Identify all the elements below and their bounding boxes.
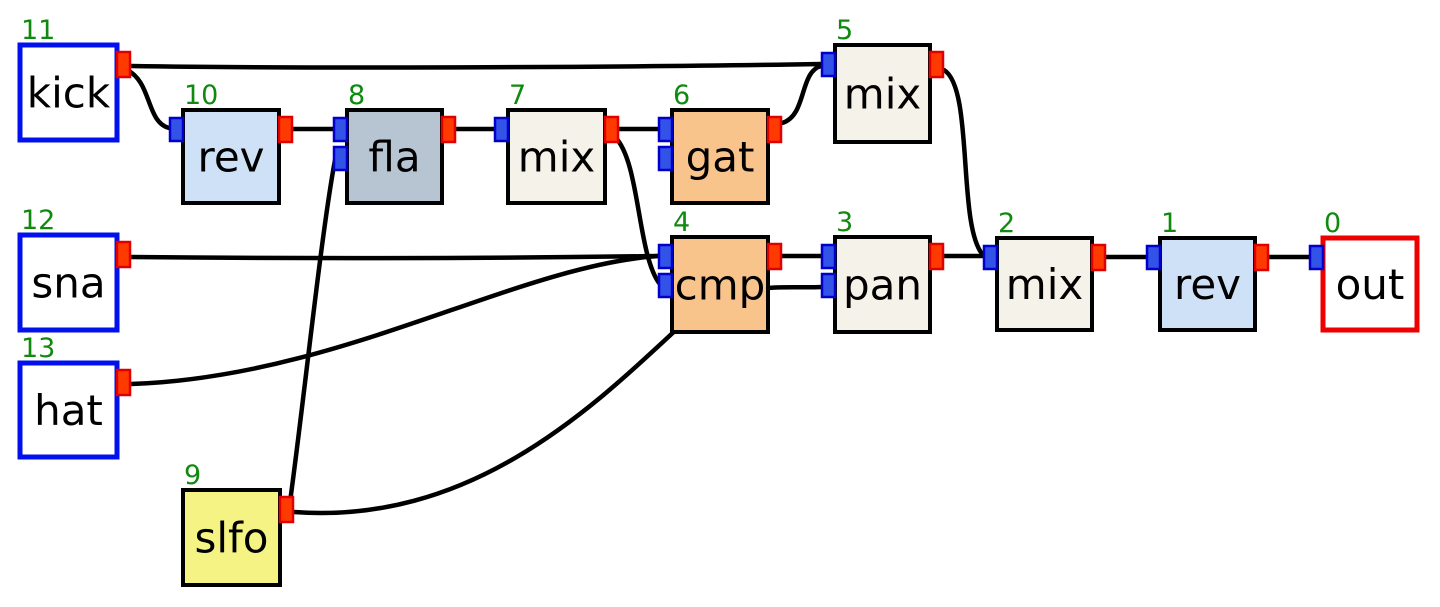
node-rev-10[interactable]: rev 10 — [168, 80, 294, 205]
node-label-kick-11: kick — [27, 69, 111, 118]
node-box-rev-10[interactable] — [181, 108, 281, 205]
node-label-out-0: out — [1336, 260, 1405, 309]
node-box-out-0[interactable] — [1320, 235, 1420, 333]
node-box-kick-11[interactable] — [17, 42, 120, 143]
output-port-pan-3[interactable] — [928, 242, 945, 271]
input-port-1-mix-2[interactable] — [982, 244, 999, 271]
node-out-0[interactable]: out 0 — [1308, 208, 1420, 333]
node-id-label-12: 12 — [21, 205, 55, 236]
node-sna-12[interactable]: sna 12 — [17, 205, 132, 333]
node-label-pan-3: pan — [843, 261, 922, 310]
input-port-1-rev-10[interactable] — [168, 116, 185, 143]
output-port-cmp-4[interactable] — [766, 242, 783, 271]
output-port-rev-10[interactable] — [277, 115, 294, 144]
node-box-fla-8[interactable] — [345, 108, 444, 205]
node-label-mix-7: mix — [518, 133, 595, 182]
cable-hat-13-to-cmp-4-in1[interactable] — [128, 253, 661, 387]
node-label-hat-13: hat — [34, 386, 103, 435]
node-label-mix-2: mix — [1006, 260, 1083, 309]
output-port-fla-8[interactable] — [440, 115, 457, 144]
node-gat-6[interactable]: gat 6 — [657, 80, 783, 205]
node-mix-7[interactable]: mix 7 — [493, 80, 620, 205]
node-box-mix-5[interactable] — [833, 43, 932, 144]
output-port-sna-12[interactable] — [115, 240, 132, 269]
cable-sna-12-to-cmp-4-in1[interactable] — [128, 253, 661, 261]
node-id-label-2: 2 — [998, 208, 1015, 239]
input-port-1-rev-1[interactable] — [1145, 244, 1162, 271]
input-port-1-mix-5[interactable] — [820, 51, 837, 78]
node-box-mix-7[interactable] — [506, 108, 607, 205]
node-label-cmp-4: cmp — [675, 261, 766, 310]
node-slfo-9[interactable]: slfo 9 — [181, 460, 295, 587]
input-port-2-fla-8[interactable] — [332, 145, 349, 172]
node-id-label-7: 7 — [509, 80, 526, 111]
node-box-mix-2[interactable] — [995, 236, 1094, 332]
node-hat-13[interactable]: hat 13 — [17, 333, 132, 460]
node-id-label-8: 8 — [348, 80, 365, 111]
output-port-mix-2[interactable] — [1090, 243, 1107, 272]
node-id-label-5: 5 — [836, 15, 853, 46]
node-pan-3[interactable]: pan 3 — [820, 207, 945, 334]
node-box-sna-12[interactable] — [17, 232, 120, 333]
node-label-fla-8: fla — [368, 133, 420, 182]
input-port-1-cmp-4[interactable] — [657, 243, 674, 270]
cable-mix-5-to-mix-2-in1[interactable] — [941, 67, 986, 258]
cable-gat-6-to-mix-5-in1[interactable] — [779, 63, 824, 126]
node-kick-11[interactable]: kick 11 — [17, 15, 132, 143]
node-rev-1[interactable]: rev 1 — [1145, 208, 1270, 332]
node-box-slfo-9[interactable] — [181, 488, 282, 587]
node-id-label-0: 0 — [1324, 208, 1341, 239]
output-port-slfo-9[interactable] — [278, 495, 295, 524]
output-port-mix-5[interactable] — [928, 50, 945, 79]
output-port-rev-1[interactable] — [1253, 243, 1270, 272]
node-cmp-4[interactable]: cmp 4 — [657, 207, 783, 334]
cable-kick-11-to-mix-5-in1[interactable] — [128, 61, 824, 70]
node-box-rev-1[interactable] — [1158, 236, 1257, 332]
node-id-label-6: 6 — [673, 80, 690, 111]
input-port-2-gat-6[interactable] — [657, 145, 674, 172]
output-port-gat-6[interactable] — [766, 115, 783, 144]
input-port-1-mix-7[interactable] — [493, 116, 510, 143]
node-id-label-11: 11 — [21, 15, 55, 46]
input-port-1-fla-8[interactable] — [332, 116, 349, 143]
input-port-1-out-0[interactable] — [1308, 244, 1325, 271]
output-port-mix-7[interactable] — [603, 115, 620, 144]
cable-kick-11-to-rev-10-in1[interactable] — [124, 67, 172, 131]
cable-slfo-9-to-fla-8-in2[interactable] — [287, 157, 338, 505]
node-id-label-13: 13 — [21, 333, 55, 364]
input-port-1-pan-3[interactable] — [820, 243, 837, 270]
node-label-slfo-9: slfo — [194, 514, 268, 563]
node-mix-2[interactable]: mix 2 — [982, 208, 1107, 332]
node-id-label-9: 9 — [184, 460, 201, 491]
node-box-hat-13[interactable] — [17, 360, 120, 460]
node-label-rev-10: rev — [197, 133, 264, 182]
input-port-1-gat-6[interactable] — [657, 116, 674, 143]
node-label-gat-6: gat — [686, 133, 755, 182]
input-port-2-cmp-4[interactable] — [657, 272, 674, 299]
node-id-label-4: 4 — [673, 207, 690, 238]
node-id-label-3: 3 — [836, 207, 853, 238]
node-label-rev-1: rev — [1174, 260, 1241, 309]
output-port-hat-13[interactable] — [115, 368, 132, 397]
node-id-label-1: 1 — [1161, 208, 1178, 239]
node-id-label-10: 10 — [184, 80, 218, 111]
input-port-2-pan-3[interactable] — [820, 272, 837, 299]
cable-mix-7-to-cmp-4-in2[interactable] — [612, 134, 662, 286]
node-label-sna-12: sna — [31, 259, 105, 308]
node-label-mix-5: mix — [844, 70, 921, 119]
output-port-kick-11[interactable] — [115, 50, 132, 79]
node-mix-5[interactable]: mix 5 — [820, 15, 945, 144]
